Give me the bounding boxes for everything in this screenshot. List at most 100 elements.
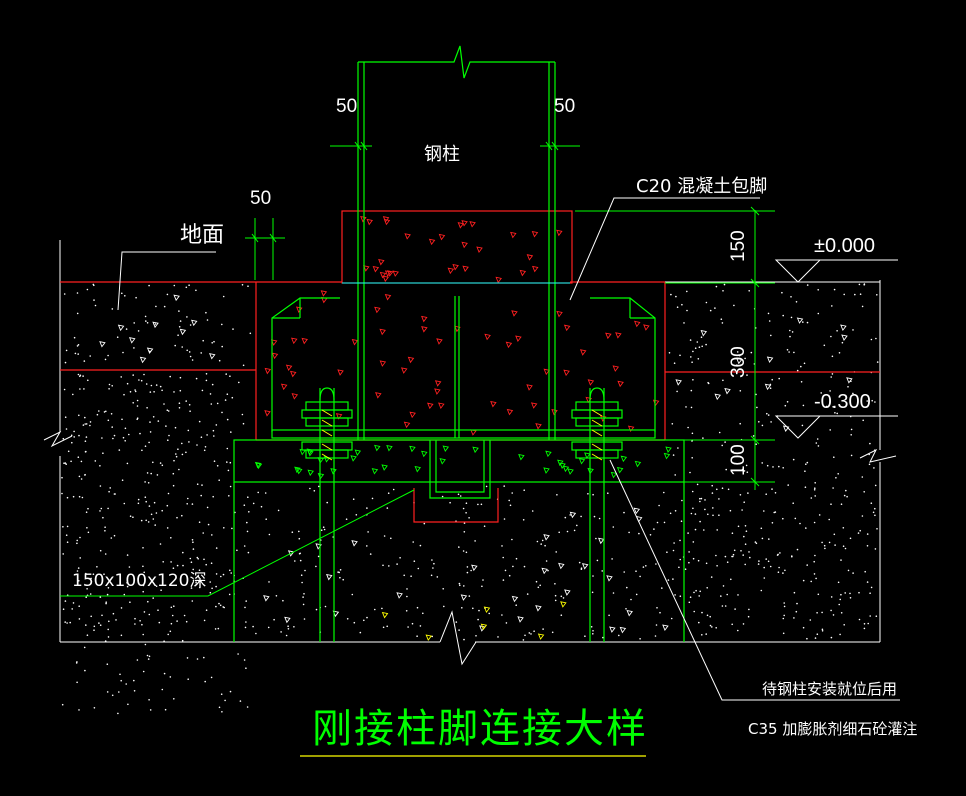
hatch-triangle — [296, 306, 303, 314]
soil-dot — [108, 388, 110, 390]
soil-dot — [223, 606, 225, 609]
soil-dot — [584, 635, 586, 637]
hatch-triangle — [627, 425, 635, 433]
hatch-triangle — [379, 271, 387, 279]
soil-dot — [173, 459, 175, 462]
soil-dot — [273, 618, 275, 621]
soil-dot — [690, 406, 693, 409]
soil-dot — [169, 375, 171, 378]
soil-dot — [767, 560, 770, 563]
soil-dot — [177, 334, 179, 337]
soil-dot — [815, 442, 818, 444]
soil-dot — [179, 389, 182, 392]
soil-dot — [830, 609, 832, 612]
soil-dot — [64, 600, 67, 602]
soil-dot — [800, 381, 803, 383]
soil-dot — [590, 626, 593, 628]
hatch-triangle — [421, 326, 428, 333]
soil-dot — [731, 532, 734, 534]
soil-dot — [142, 590, 144, 593]
soil-dot — [598, 517, 601, 520]
soil-dot — [508, 499, 511, 502]
soil-dot — [324, 605, 327, 608]
soil-dot — [107, 636, 110, 638]
soil-dot — [821, 611, 823, 614]
soil-dot — [161, 688, 164, 691]
soil-dot — [203, 619, 206, 622]
soil-dot — [196, 556, 199, 559]
soil-dot — [649, 534, 652, 536]
soil-dot — [696, 341, 699, 343]
hatch-triangle — [460, 594, 468, 601]
soil-dot — [185, 620, 188, 623]
soil-dot — [86, 527, 88, 529]
soil-dot — [821, 628, 824, 631]
soil-dot — [105, 602, 107, 605]
dim-left-flange: 50 — [336, 96, 357, 117]
soil-dot — [260, 505, 263, 508]
soil-dot — [477, 503, 479, 506]
soil-dot — [178, 468, 180, 471]
hatch-triangle — [535, 605, 542, 612]
soil-dot — [419, 625, 422, 627]
soil-dot — [166, 527, 169, 529]
soil-dot — [64, 462, 67, 464]
hatch-triangle — [766, 356, 774, 363]
soil-dot — [159, 543, 162, 545]
soil-dot — [182, 551, 184, 554]
soil-dot — [264, 492, 267, 494]
hatch-triangle — [543, 467, 550, 474]
soil-dot — [142, 670, 145, 673]
soil-dot — [849, 592, 851, 595]
soil-dot — [635, 570, 637, 572]
soil-dot — [232, 328, 234, 330]
soil-dot — [293, 626, 295, 628]
soil-dot — [829, 429, 831, 431]
soil-dot — [530, 633, 532, 635]
hatch-triangle — [518, 453, 525, 461]
soil-dot — [246, 530, 249, 533]
soil-dot — [864, 570, 866, 573]
soil-dot — [466, 566, 469, 568]
soil-dot — [705, 301, 708, 304]
anchor-nuts-left — [301, 387, 353, 459]
hatch-triangle — [285, 364, 293, 372]
soil-dot — [692, 379, 694, 381]
soil-dot — [782, 632, 785, 635]
soil-dot — [144, 445, 147, 448]
soil-dot — [339, 569, 342, 571]
soil-dot — [62, 608, 65, 610]
soil-dot — [228, 593, 231, 596]
soil-dot — [656, 607, 658, 609]
soil-dot — [766, 412, 768, 415]
hatch-triangle — [326, 573, 333, 581]
soil-dot — [218, 359, 221, 362]
hatch-triangle — [428, 238, 436, 246]
soil-dot — [786, 349, 789, 351]
soil-dot — [560, 595, 563, 598]
soil-dot — [77, 353, 79, 355]
soil-dot — [187, 497, 189, 500]
soil-dot — [153, 501, 156, 504]
soil-dot — [653, 528, 655, 530]
soil-dot — [359, 631, 362, 634]
soil-dot — [611, 558, 613, 560]
soil-dot — [783, 605, 786, 608]
dim-ground-offset: 50 — [250, 188, 271, 209]
hatch-triangle — [724, 387, 731, 395]
soil-dot — [688, 551, 690, 553]
soil-dot — [835, 477, 837, 479]
soil-dot — [659, 611, 661, 614]
soil-dot — [126, 382, 129, 385]
soil-dot — [61, 703, 64, 706]
soil-dot — [64, 621, 66, 623]
hatch-triangle — [128, 337, 136, 344]
soil-dot — [191, 359, 194, 361]
soil-dot — [522, 639, 525, 641]
hatch-triangle — [796, 317, 804, 324]
soil-dot — [247, 285, 249, 288]
soil-dot — [320, 529, 323, 531]
soil-dot — [675, 295, 677, 298]
soil-dot — [671, 423, 674, 425]
soil-dot — [833, 533, 836, 536]
